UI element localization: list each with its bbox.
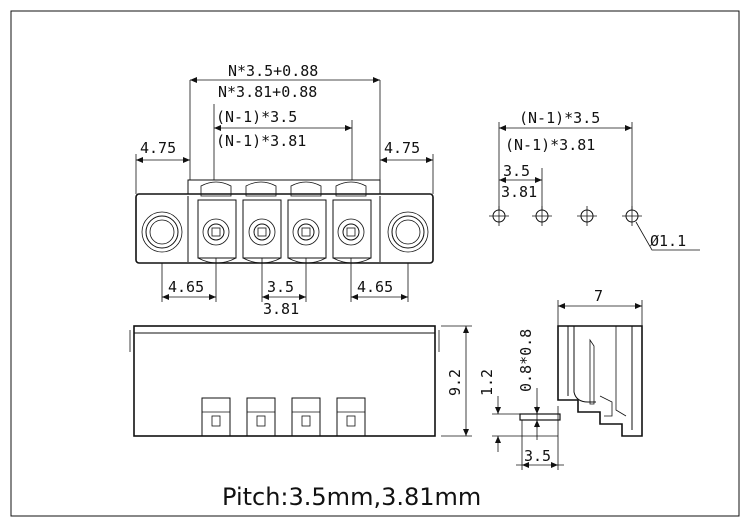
side-view-body [557, 325, 643, 437]
dim-right-margin: 4.75 [384, 139, 420, 157]
terminal-2 [242, 181, 282, 259]
pcb-pitch-3-5: 3.5 [503, 162, 530, 180]
hole-diameter: Ø1.1 [650, 232, 686, 250]
front-pin-1 [201, 397, 231, 437]
terminal-4 [332, 181, 372, 259]
dim-side-width: 7 [594, 287, 603, 305]
dim-bottom-right: 4.65 [357, 278, 393, 296]
dim-total-3-81: N*3.81+0.88 [218, 83, 317, 101]
pcb-pitch-3-81: 3.81 [501, 183, 537, 201]
top-view-header [187, 179, 381, 194]
front-pin-2 [246, 397, 276, 437]
side-view-pin [519, 413, 561, 421]
front-view-body [133, 325, 436, 437]
right-flange-screw [387, 211, 429, 253]
dim-pin-height: 1.2 [478, 369, 496, 396]
front-pin-3 [291, 397, 321, 437]
front-pin-4 [336, 397, 366, 437]
front-view: 9.2 [129, 325, 472, 437]
pcb-span-3-81: (N-1)*3.81 [505, 136, 595, 154]
left-flange-screw [141, 211, 183, 253]
dim-bottom-left: 4.65 [168, 278, 204, 296]
pcb-hole-3 [577, 206, 597, 226]
top-view [135, 179, 434, 264]
dim-pin-section: 0.8*0.8 [517, 329, 535, 392]
terminal-1 [197, 181, 237, 259]
pcb-hole-1 [489, 206, 509, 226]
drawing-frame [10, 10, 740, 517]
dim-inner-3-5: (N-1)*3.5 [216, 108, 297, 126]
dim-side-pitch: 3.5 [524, 447, 551, 465]
dim-total-3-5: N*3.5+0.88 [228, 62, 318, 80]
side-view: 7 3.5 0.8*0.8 1.2 [478, 287, 643, 470]
bottom-dimensions: 4.65 3.5 3.81 4.65 [161, 258, 409, 318]
top-view-body [135, 193, 434, 264]
terminal-3 [287, 181, 327, 259]
pcb-layout: (N-1)*3.5 (N-1)*3.81 3.5 3.81 Ø1.1 [489, 109, 700, 251]
top-dimensions: N*3.5+0.88 N*3.81+0.88 (N-1)*3.5 (N-1)*3… [135, 62, 434, 194]
pitch-caption: Pitch:3.5mm,3.81mm [222, 483, 481, 511]
dim-inner-3-81: (N-1)*3.81 [216, 132, 306, 150]
pcb-hole-4 [622, 206, 642, 226]
dim-bottom-pitch-3-81: 3.81 [263, 300, 299, 318]
pcb-span-3-5: (N-1)*3.5 [519, 109, 600, 127]
pcb-hole-2 [532, 206, 552, 226]
dim-left-margin: 4.75 [140, 139, 176, 157]
dim-front-height: 9.2 [446, 369, 464, 396]
dim-bottom-pitch-3-5: 3.5 [267, 278, 294, 296]
